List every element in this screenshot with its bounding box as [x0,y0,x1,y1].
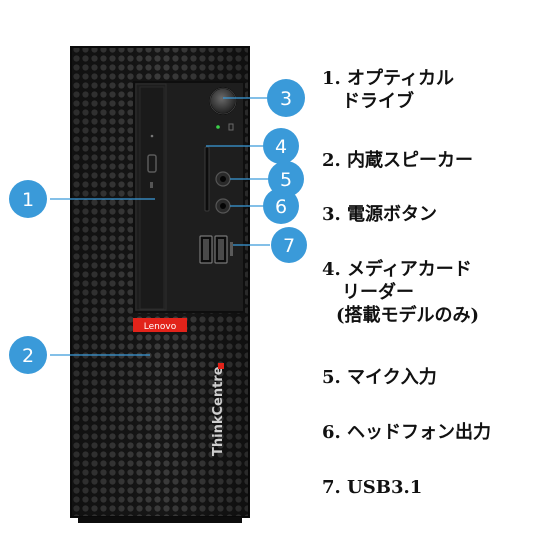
legend-item-1: 1. オプティカル ドライブ [322,67,454,113]
callout-7: 7 [271,227,307,263]
hdd-led-icon [228,123,234,131]
svg-text:1: 1 [22,189,34,211]
legend-item-1-line-1: 1. オプティカル [322,68,454,89]
callout-2: 2 [9,336,47,374]
svg-text:5: 5 [280,169,292,191]
usb-port-2[interactable] [214,235,228,264]
legend-item-7: 7. USB3.1 [322,476,422,499]
legend-item-2: 2. 内蔵スピーカー [322,149,473,172]
headphone-jack[interactable] [215,198,231,214]
eject-button[interactable] [147,154,157,173]
power-led [216,125,220,129]
callout-lines [50,97,270,356]
legend-item-7-line-1: 7. USB3.1 [322,477,423,498]
svg-text:3: 3 [280,88,292,110]
callout-4: 4 [263,128,299,164]
legend-item-4-line-2: リーダー [342,282,414,303]
front-panel [133,81,245,313]
svg-text:7: 7 [283,235,295,257]
legend-item-6-line-1: 6. ヘッドフォン出力 [322,422,492,443]
legend-item-1-line-2: ドライブ [342,91,414,112]
legend-item-5: 5. マイク入力 [322,366,437,389]
legend-item-6: 6. ヘッドフォン出力 [322,421,491,444]
legend-item-5-line-1: 5. マイク入力 [322,367,437,388]
svg-text:4: 4 [275,136,287,158]
legend-item-2-line-1: 2. 内蔵スピーカー [322,150,474,171]
card-reader-slot[interactable] [204,146,210,212]
drive-pinhole [150,134,154,138]
legend-item-3: 3. 電源ボタン [322,203,437,226]
legend-item-4-line-3: (搭載モデルのみ) [336,305,480,326]
lenovo-badge-text: Lenovo [144,322,177,332]
usb-symbol-icon [230,242,233,256]
thinkcentre-logo-text: ThinkCentre [211,366,226,456]
power-button[interactable] [209,87,237,115]
callout-5: 5 [268,161,304,197]
svg-text:6: 6 [275,196,287,218]
svg-text:2: 2 [22,345,34,367]
lenovo-badge [133,318,187,332]
legend-item-3-line-1: 3. 電源ボタン [322,204,438,225]
callout-6: 6 [263,188,299,224]
legend-item-4-line-1: 4. メディアカード [322,259,472,280]
microphone-jack[interactable] [215,171,231,187]
callout-3: 3 [267,79,305,117]
usb-port-1[interactable] [199,235,213,264]
legend-item-4: 4. メディアカード リーダー (搭載モデルのみ) [322,258,479,327]
drive-activity-led [150,182,153,188]
callout-1: 1 [9,180,47,218]
thinkcentre-dot [218,363,224,369]
optical-drive[interactable] [135,83,167,311]
